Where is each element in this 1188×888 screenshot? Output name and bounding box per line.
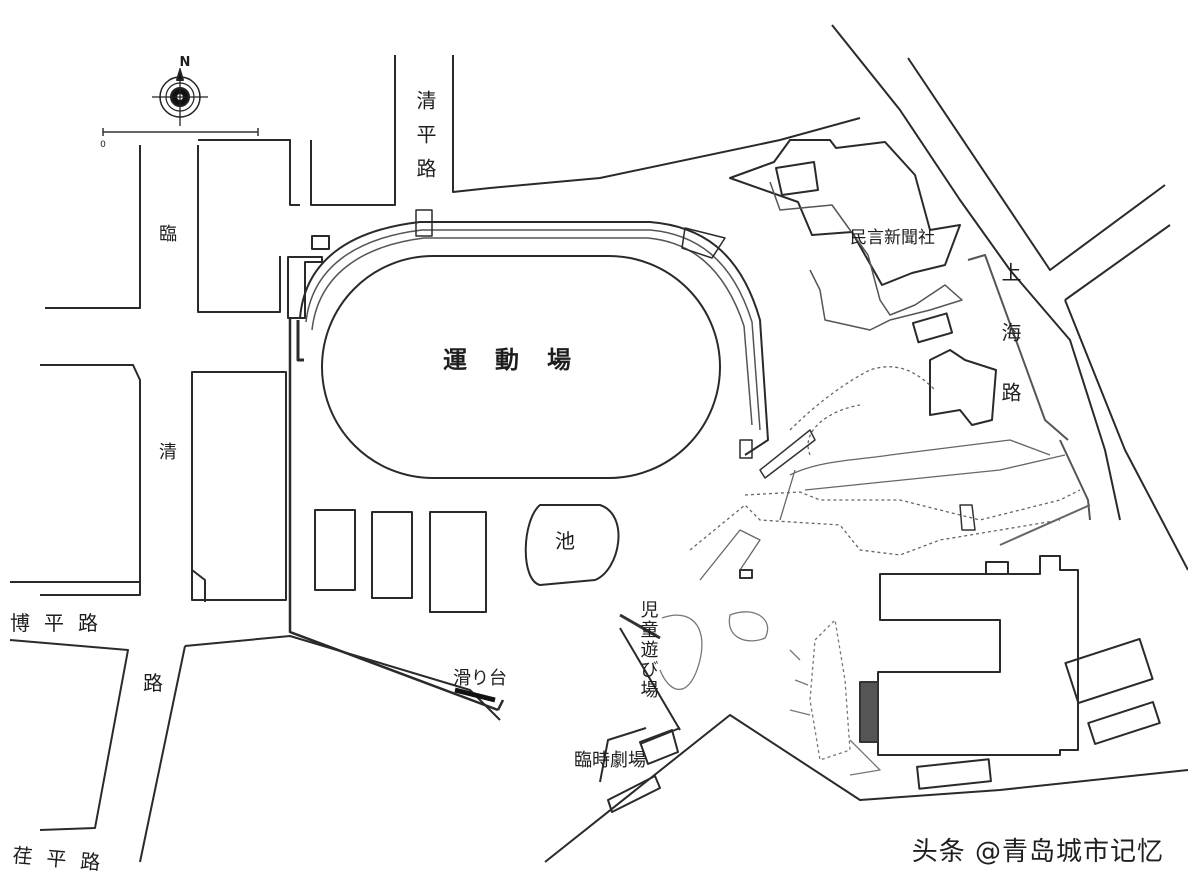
watermark-text: 头条 @青岛城市记忆 <box>911 837 1164 867</box>
street-lu-label: 路 <box>143 671 163 695</box>
pond-label: 池 <box>555 529 575 553</box>
stadium-label: 運動場 <box>443 346 599 374</box>
lower-center-blocks <box>314 504 620 703</box>
street-boping-label: 博平路 <box>10 611 112 635</box>
slide-label: 滑り台 <box>453 668 507 689</box>
compass-icon <box>152 68 208 126</box>
watermark: 头条 @青岛城市记忆 <box>912 831 1164 868</box>
playground-label: 児童遊び場 <box>638 600 659 700</box>
street-shanghai-label: 上海路 <box>998 262 1022 442</box>
scale-bar <box>102 128 259 136</box>
newspaper-building <box>729 139 997 426</box>
compass-north-label: N <box>180 55 191 70</box>
newspaper-label: 民言新聞社 <box>850 228 935 248</box>
street-qing-label: 清 <box>159 442 177 463</box>
playground-area <box>619 611 881 776</box>
street-blocks <box>9 55 861 863</box>
street-qingping-label: 清平路 <box>413 90 437 192</box>
scale-zero-label: 0 <box>100 140 106 150</box>
stadium <box>287 209 769 479</box>
lower-right-buildings <box>544 504 1188 863</box>
street-wangping-label: 荏平路 <box>12 843 116 876</box>
street-lin-label: 臨 <box>159 224 177 245</box>
park-paths <box>689 366 1081 581</box>
theater-label: 臨時劇場 <box>574 750 646 771</box>
shanghai-road <box>831 24 1188 571</box>
